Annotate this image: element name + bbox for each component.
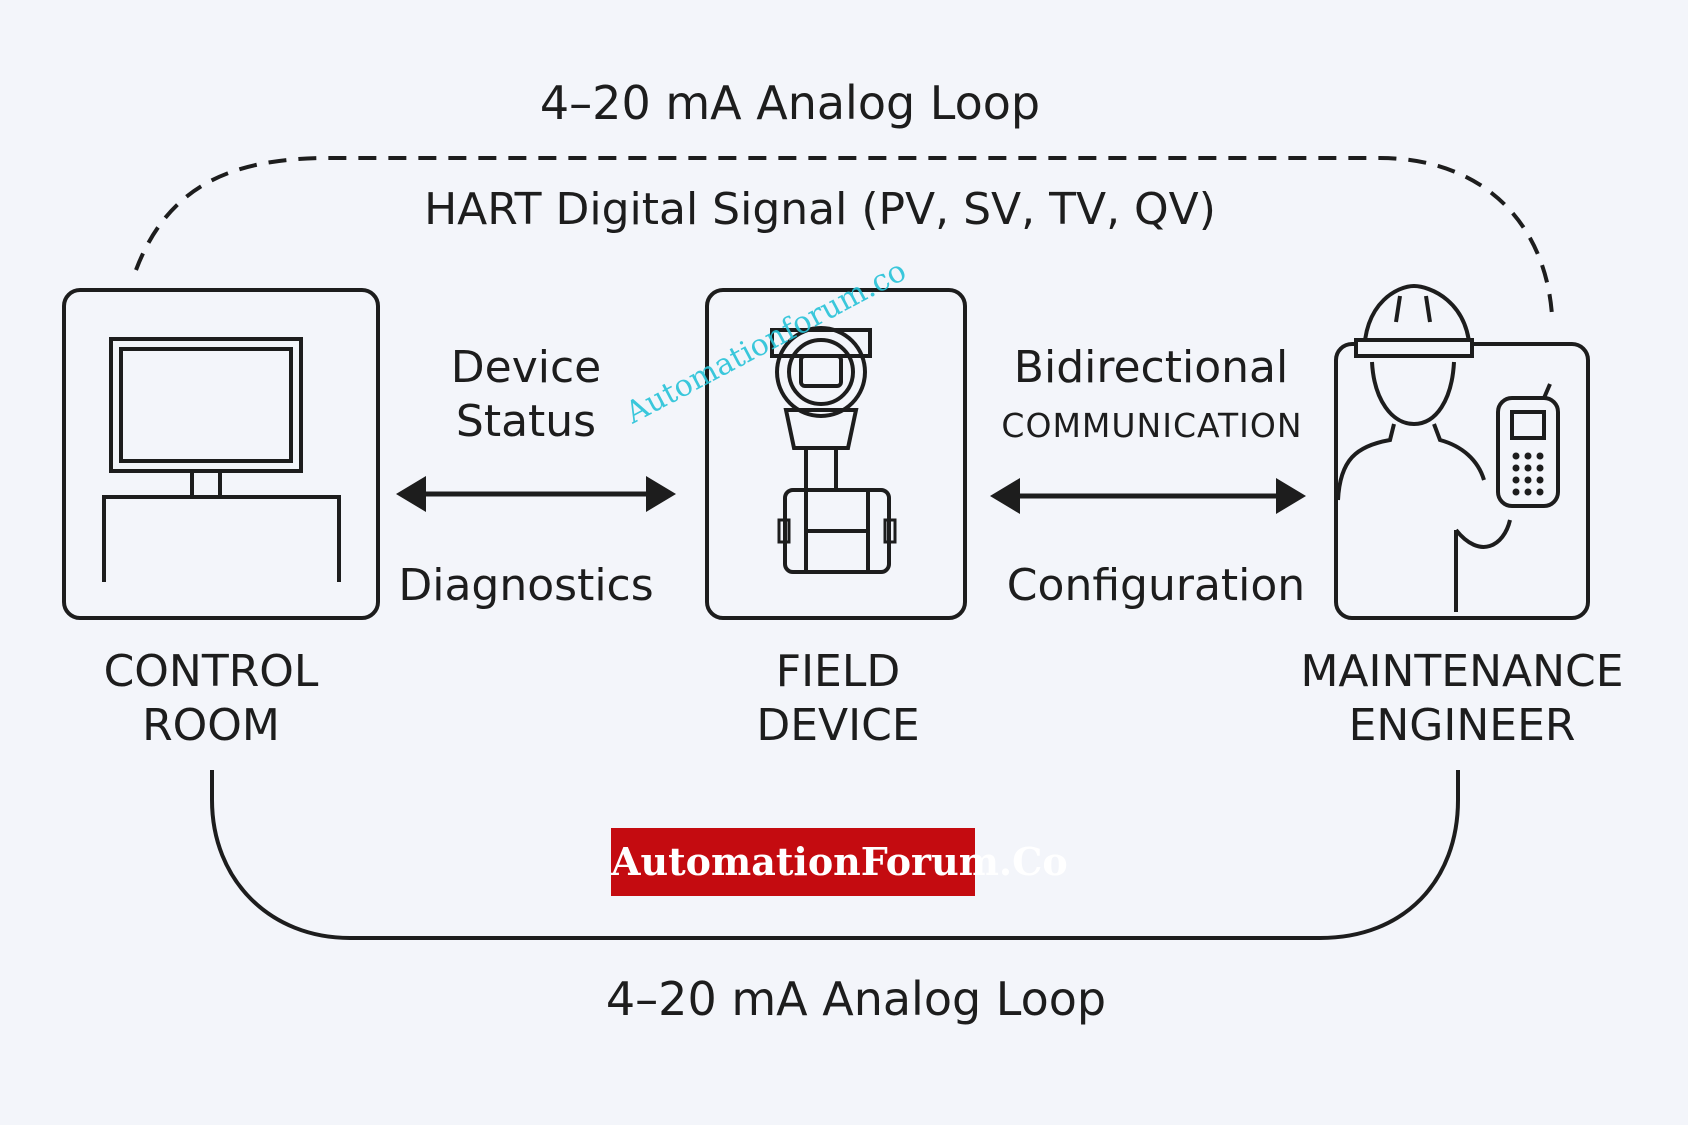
configuration-label: Configuration <box>1006 560 1306 611</box>
control-room-icon <box>62 288 380 620</box>
control-room-label-line1: CONTROL <box>103 646 319 697</box>
top-analog-loop-dashed <box>134 156 1554 316</box>
control-room-label-line2: ROOM <box>142 700 280 751</box>
field-device-label-line1: FIELD <box>775 646 901 697</box>
right-double-arrow <box>990 478 1306 514</box>
maintenance-engineer-label-line2: ENGINEER <box>1348 700 1576 751</box>
hart-signal-label: HART Digital Signal (PV, SV, TV, QV) <box>424 184 1216 235</box>
field-device-label-line2: DEVICE <box>756 700 920 751</box>
diagnostics-label: Diagnostics <box>398 560 654 611</box>
device-status-label-line2: Status <box>455 396 597 447</box>
bottom-loop-label: 4–20 mA Analog Loop <box>605 972 1107 1026</box>
field-transmitter-icon <box>705 288 967 620</box>
left-double-arrow <box>396 476 676 512</box>
device-status-label-line1: Device <box>450 342 602 393</box>
maintenance-engineer-icon <box>1334 283 1590 620</box>
maintenance-engineer-label-line1: MAINTENANCE <box>1300 646 1624 697</box>
bottom-analog-loop <box>210 770 1460 940</box>
automationforum-logo: AutomationForum.Co <box>611 828 1068 896</box>
bidirectional-label: Bidirectional <box>1013 342 1289 393</box>
communication-label: COMMUNICATION <box>1001 406 1303 445</box>
top-loop-label: 4–20 mA Analog Loop <box>539 76 1041 130</box>
